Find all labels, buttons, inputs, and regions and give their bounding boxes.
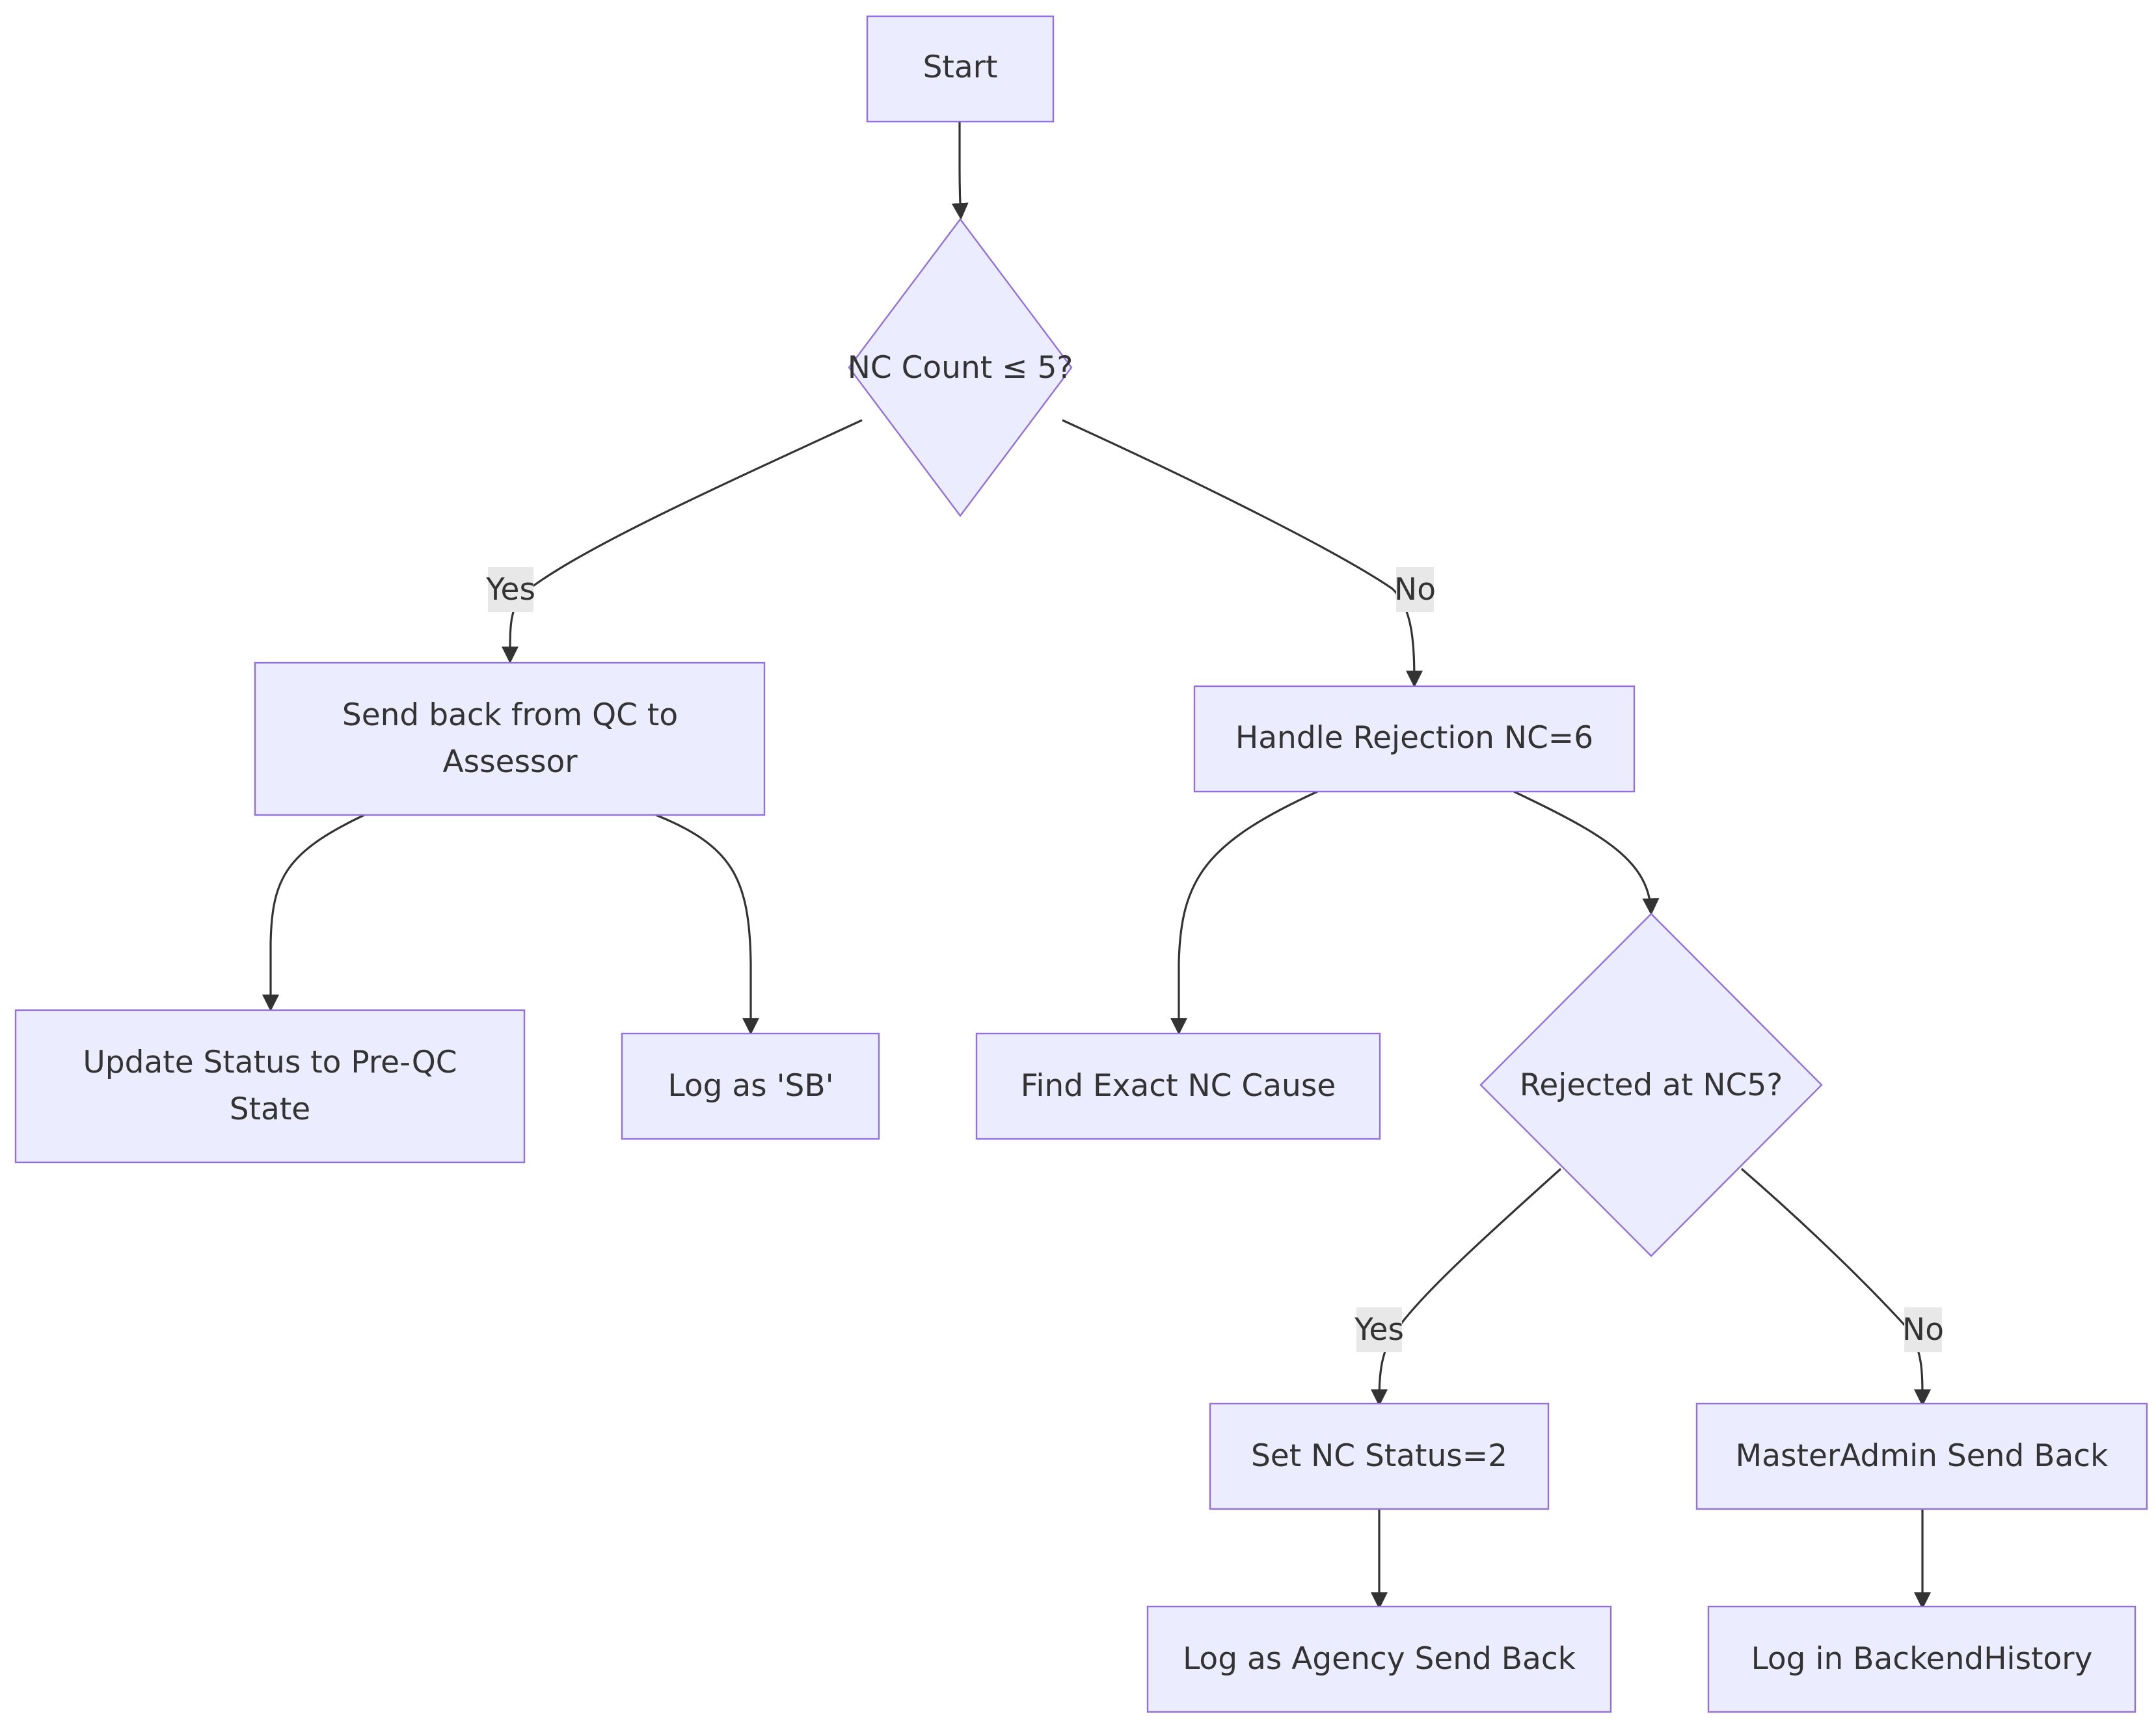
node-log-agency-send-back: Log as Agency Send Back: [1146, 1605, 1612, 1713]
svg-text:Yes: Yes: [485, 572, 535, 608]
node-handle-rejection: Handle Rejection NC=6: [1193, 685, 1636, 793]
svg-text:Handle Rejection NC=6: Handle Rejection NC=6: [1235, 720, 1593, 756]
svg-text:No: No: [1902, 1312, 1944, 1348]
node-masteradmin-send-back: MasterAdmin Send Back: [1695, 1402, 2148, 1510]
edge-nc-count-yes: [501, 419, 863, 664]
node-find-exact-nc-cause: Find Exact NC Cause: [975, 1032, 1381, 1140]
svg-text:No: No: [1394, 572, 1436, 608]
node-update-status-pre-qc: Update Status to Pre-QC State: [14, 1009, 526, 1164]
edge-label-rej-yes: Yes: [1354, 1307, 1404, 1352]
node-log-backend-history: Log in BackendHistory: [1707, 1605, 2136, 1713]
node-set-nc-status: Set NC Status=2: [1209, 1402, 1550, 1510]
svg-text:Yes: Yes: [1354, 1312, 1404, 1348]
svg-text:State: State: [230, 1091, 310, 1127]
node-log-sb: Log as 'SB': [621, 1032, 880, 1140]
svg-text:Log as Agency Send Back: Log as Agency Send Back: [1183, 1641, 1576, 1677]
svg-text:Rejected at NC5?: Rejected at NC5?: [1520, 1067, 1783, 1103]
svg-text:Set NC Status=2: Set NC Status=2: [1251, 1438, 1507, 1474]
svg-text:Assessor: Assessor: [442, 744, 578, 780]
svg-text:NC Count ≤ 5?: NC Count ≤ 5?: [848, 350, 1073, 386]
edge-label-rej-no: No: [1902, 1307, 1944, 1352]
edge-rejected-nc5-yes: [1371, 1168, 1562, 1407]
node-start: Start: [866, 15, 1055, 123]
edge-handle-rejection-to-find-cause: [1170, 790, 1318, 1035]
node-nc-count-decision: NC Count ≤ 5?: [848, 218, 1073, 517]
edge-start-to-nc-count: [951, 122, 969, 220]
svg-text:Log in BackendHistory: Log in BackendHistory: [1751, 1641, 2093, 1677]
node-rejected-nc5-decision: Rejected at NC5?: [1479, 913, 1823, 1257]
svg-text:Log as 'SB': Log as 'SB': [667, 1068, 833, 1104]
svg-text:Send back from QC to: Send back from QC to: [342, 697, 678, 733]
edge-label-nc-yes: Yes: [485, 567, 535, 612]
svg-text:MasterAdmin Send Back: MasterAdmin Send Back: [1736, 1438, 2109, 1474]
edges: [262, 122, 1932, 1610]
edge-rejected-nc5-no: [1740, 1168, 1932, 1407]
svg-text:Start: Start: [923, 49, 998, 85]
svg-text:Update Status to Pre-QC: Update Status to Pre-QC: [83, 1045, 457, 1080]
edge-send-back-to-update-status: [262, 814, 365, 1012]
svg-text:Find Exact NC Cause: Find Exact NC Cause: [1021, 1068, 1336, 1104]
node-send-back-qc-to-assessor: Send back from QC to Assessor: [254, 661, 766, 816]
edge-handle-rejection-to-rejected-nc5: [1513, 790, 1660, 916]
edge-nc-count-no: [1062, 419, 1423, 688]
edge-send-back-to-log-sb: [655, 814, 759, 1035]
edge-label-nc-no: No: [1394, 567, 1436, 612]
